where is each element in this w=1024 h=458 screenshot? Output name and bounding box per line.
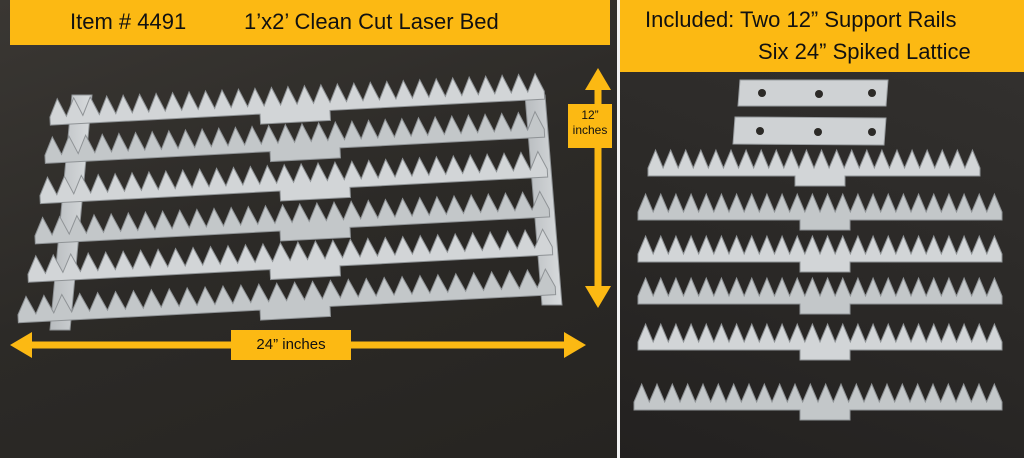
bed-lattice-strip-1 xyxy=(49,72,546,126)
height-unit: inches xyxy=(572,123,608,137)
assembled-bed-illustration xyxy=(17,72,563,331)
parts-illustration xyxy=(633,79,1003,421)
panel-divider xyxy=(617,0,620,458)
included-line-1: Included: Two 12” Support Rails xyxy=(645,7,957,32)
bed-lattice-strip-3 xyxy=(39,150,549,205)
lattice-part-1 xyxy=(647,148,981,187)
product-title-banner: Item # 4491 1’x2’ Clean Cut Laser Bed xyxy=(10,0,610,45)
lattice-part-4 xyxy=(637,276,1003,315)
product-name: 1’x2’ Clean Cut Laser Bed xyxy=(244,9,499,34)
lattice-part-6 xyxy=(633,382,1003,421)
assembled-bed-photo: 12” inches 24” inches xyxy=(0,0,617,458)
lattice-strips xyxy=(17,72,557,324)
bed-lattice-strip-6 xyxy=(17,267,557,324)
width-dimension-label: 24” inches xyxy=(231,330,351,360)
bed-lattice-strip-5 xyxy=(27,228,554,283)
lattice-part-2 xyxy=(637,192,1003,231)
height-value: 12” xyxy=(581,108,599,122)
bed-lattice-strip-2 xyxy=(44,110,546,164)
spiked-lattice-parts xyxy=(633,148,1003,421)
item-number: Item # 4491 xyxy=(70,9,187,34)
included-line-2: Six 24” Spiked Lattice xyxy=(758,39,971,64)
included-parts-photo xyxy=(620,0,1024,458)
height-dimension-label: 12” inches xyxy=(568,104,612,148)
included-parts-banner: Included: Two 12” Support Rails Six 24” … xyxy=(620,0,1024,72)
dimension-arrows xyxy=(10,68,611,358)
lattice-part-5 xyxy=(637,322,1003,361)
support-rail-part-2 xyxy=(732,116,887,146)
bed-lattice-strip-4 xyxy=(34,190,551,245)
lattice-part-3 xyxy=(637,234,1003,273)
support-rail-part-1 xyxy=(737,79,889,107)
